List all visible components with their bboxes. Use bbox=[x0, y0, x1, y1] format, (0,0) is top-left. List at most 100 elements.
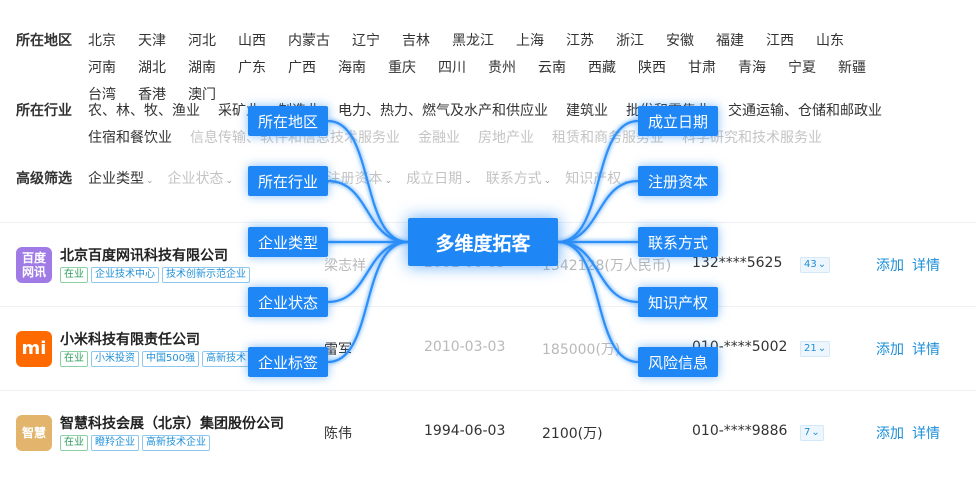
advanced-filter-dropdown[interactable]: 企业类型⌄ bbox=[88, 168, 154, 188]
region-option[interactable]: 辽宁 bbox=[352, 33, 380, 49]
region-option[interactable]: 海南 bbox=[338, 60, 366, 76]
legal-representative: 雷军 bbox=[324, 342, 352, 358]
region-option[interactable]: 湖北 bbox=[138, 60, 166, 76]
region-option[interactable]: 广西 bbox=[288, 60, 316, 76]
region-option[interactable]: 西藏 bbox=[588, 60, 616, 76]
region-option[interactable]: 宁夏 bbox=[788, 60, 816, 76]
company-tags: 在业小米投资中国500强高新技术 bbox=[60, 351, 253, 367]
advanced-filter-dropdown[interactable]: 知识产权⌄ bbox=[565, 168, 631, 188]
add-button[interactable]: 添加 bbox=[876, 342, 904, 358]
registered-capital: 1342128(万人民币) bbox=[542, 258, 672, 274]
founding-date: 2010-03-03 bbox=[424, 339, 506, 355]
industry-option[interactable]: 住宿和餐饮业 bbox=[88, 130, 172, 146]
company-logo-text: mi bbox=[21, 338, 47, 359]
advanced-filter-dropdown[interactable]: 企业状态⌄ bbox=[168, 168, 234, 188]
region-option[interactable]: 安徽 bbox=[666, 33, 694, 49]
company-name[interactable]: 小米科技有限责任公司 bbox=[60, 332, 200, 348]
contact-count: 21 bbox=[804, 343, 817, 354]
company-tag: 瞪羚企业 bbox=[91, 435, 139, 451]
registered-capital: 2100(万) bbox=[542, 426, 603, 442]
company-name[interactable]: 北京百度网讯科技有限公司 bbox=[60, 248, 228, 264]
region-option[interactable]: 江西 bbox=[766, 33, 794, 49]
company-tags: 在业瞪羚企业高新技术企业 bbox=[60, 435, 213, 451]
mindmap-node-right: 联系方式 bbox=[638, 227, 718, 257]
contact-count-dropdown[interactable]: 7⌄ bbox=[800, 425, 824, 441]
region-option[interactable]: 黑龙江 bbox=[452, 33, 494, 49]
mindmap-node-right: 成立日期 bbox=[638, 106, 718, 136]
mindmap-node-left: 企业类型 bbox=[248, 227, 328, 257]
region-option[interactable]: 重庆 bbox=[388, 60, 416, 76]
contact-count-dropdown[interactable]: 21⌄ bbox=[800, 341, 831, 357]
region-option[interactable]: 广东 bbox=[238, 60, 266, 76]
company-tag: 在业 bbox=[60, 267, 88, 283]
industry-option[interactable]: 农、林、牧、渔业 bbox=[88, 103, 200, 119]
company-name[interactable]: 智慧科技会展（北京）集团股份公司 bbox=[60, 416, 284, 432]
company-tag: 在业 bbox=[60, 351, 88, 367]
advanced-filter-dropdown[interactable]: 成立日期⌄ bbox=[406, 168, 472, 188]
region-option[interactable]: 甘肃 bbox=[688, 60, 716, 76]
region-option[interactable]: 青海 bbox=[738, 60, 766, 76]
advanced-filter-dropdown-label: 企业状态 bbox=[167, 171, 224, 187]
company-tag: 高新技术 bbox=[202, 351, 251, 367]
region-option[interactable]: 山西 bbox=[238, 33, 266, 49]
region-option[interactable]: 上海 bbox=[516, 33, 544, 49]
chevron-down-icon: ⌄ bbox=[384, 176, 393, 186]
legal-representative: 梁志祥 bbox=[324, 258, 366, 274]
company-logo-text: 智慧 bbox=[21, 426, 46, 440]
region-option[interactable]: 香港 bbox=[138, 87, 166, 103]
industry-option[interactable]: 金融业 bbox=[418, 130, 460, 146]
advanced-filter-dropdown[interactable]: 联系方式⌄ bbox=[486, 168, 552, 188]
chevron-down-icon: ⌄ bbox=[817, 259, 827, 270]
region-option[interactable]: 天津 bbox=[138, 33, 166, 49]
region-option[interactable]: 四川 bbox=[438, 60, 466, 76]
region-option[interactable]: 山东 bbox=[816, 33, 844, 49]
contact-count-dropdown[interactable]: 43⌄ bbox=[800, 257, 831, 273]
region-option[interactable]: 贵州 bbox=[488, 60, 516, 76]
detail-button[interactable]: 详情 bbox=[912, 426, 940, 442]
contact-count: 43 bbox=[804, 259, 817, 270]
advanced-filter-dropdown[interactable]: 注册资本⌄ bbox=[327, 168, 393, 188]
advanced-filter-dropdown-label: 成立日期 bbox=[406, 171, 463, 187]
region-option[interactable]: 湖南 bbox=[188, 60, 216, 76]
company-tag: 中国500强 bbox=[142, 351, 200, 367]
detail-button[interactable]: 详情 bbox=[912, 258, 940, 274]
chevron-down-icon: ⌄ bbox=[811, 427, 820, 438]
chevron-down-icon: ⌄ bbox=[623, 176, 631, 186]
company-tag: 技术创新示范企业 bbox=[162, 267, 250, 283]
region-option[interactable]: 河南 bbox=[88, 60, 116, 76]
region-option[interactable]: 新疆 bbox=[838, 60, 866, 76]
region-option[interactable]: 陕西 bbox=[638, 60, 666, 76]
region-option[interactable]: 台湾 bbox=[88, 87, 116, 103]
chevron-down-icon: ⌄ bbox=[817, 343, 827, 354]
add-button[interactable]: 添加 bbox=[876, 426, 904, 442]
company-logo: 百度网讯 bbox=[16, 247, 52, 283]
region-option[interactable]: 浙江 bbox=[616, 33, 644, 49]
region-option[interactable]: 内蒙古 bbox=[288, 33, 330, 49]
advanced-filter-dropdown-label: 注册资本 bbox=[326, 171, 383, 187]
mindmap-node-left: 企业状态 bbox=[248, 287, 328, 317]
chevron-down-icon: ⌄ bbox=[225, 176, 234, 186]
chevron-down-icon: ⌄ bbox=[464, 176, 472, 186]
founding-date: 1994-06-03 bbox=[424, 423, 506, 439]
industry-filter: 所在行业 农、林、牧、渔业采矿业制造业电力、热力、燃气及水产和供应业建筑业批发和… bbox=[16, 98, 908, 152]
advanced-filter-dropdown-label: 知识产权 bbox=[565, 171, 622, 187]
contact-phone: 132****5625 bbox=[692, 255, 783, 271]
region-option[interactable]: 福建 bbox=[716, 33, 744, 49]
detail-button[interactable]: 详情 bbox=[912, 342, 940, 358]
region-option[interactable]: 云南 bbox=[538, 60, 566, 76]
advanced-filter-items: 企业类型⌄企业状态⌄企业标签⌄注册资本⌄成立日期⌄联系方式⌄知识产权⌄风险信息⌄ bbox=[88, 168, 724, 188]
region-option[interactable]: 北京 bbox=[88, 33, 116, 49]
region-option[interactable]: 河北 bbox=[188, 33, 216, 49]
region-option[interactable]: 澳门 bbox=[188, 87, 216, 103]
region-option[interactable]: 吉林 bbox=[402, 33, 430, 49]
industry-options: 农、林、牧、渔业采矿业制造业电力、热力、燃气及水产和供应业建筑业批发和零售业交通… bbox=[88, 98, 908, 152]
add-button[interactable]: 添加 bbox=[876, 258, 904, 274]
industry-option[interactable]: 电力、热力、燃气及水产和供应业 bbox=[338, 103, 548, 119]
registered-capital: 185000(万) bbox=[542, 342, 621, 358]
industry-option[interactable]: 交通运输、仓储和邮政业 bbox=[728, 103, 882, 119]
region-option[interactable]: 江苏 bbox=[566, 33, 594, 49]
industry-option[interactable]: 建筑业 bbox=[566, 103, 608, 119]
region-options: 北京 天津 河北 山西 内蒙古 辽宁 吉林 黑龙江 上海 江苏 浙江 安徽 福建 江西 山东河南 湖北 湖南 广东… bbox=[88, 28, 908, 109]
mindmap-node-right: 风险信息 bbox=[638, 347, 718, 377]
industry-option[interactable]: 房地产业 bbox=[478, 130, 534, 146]
